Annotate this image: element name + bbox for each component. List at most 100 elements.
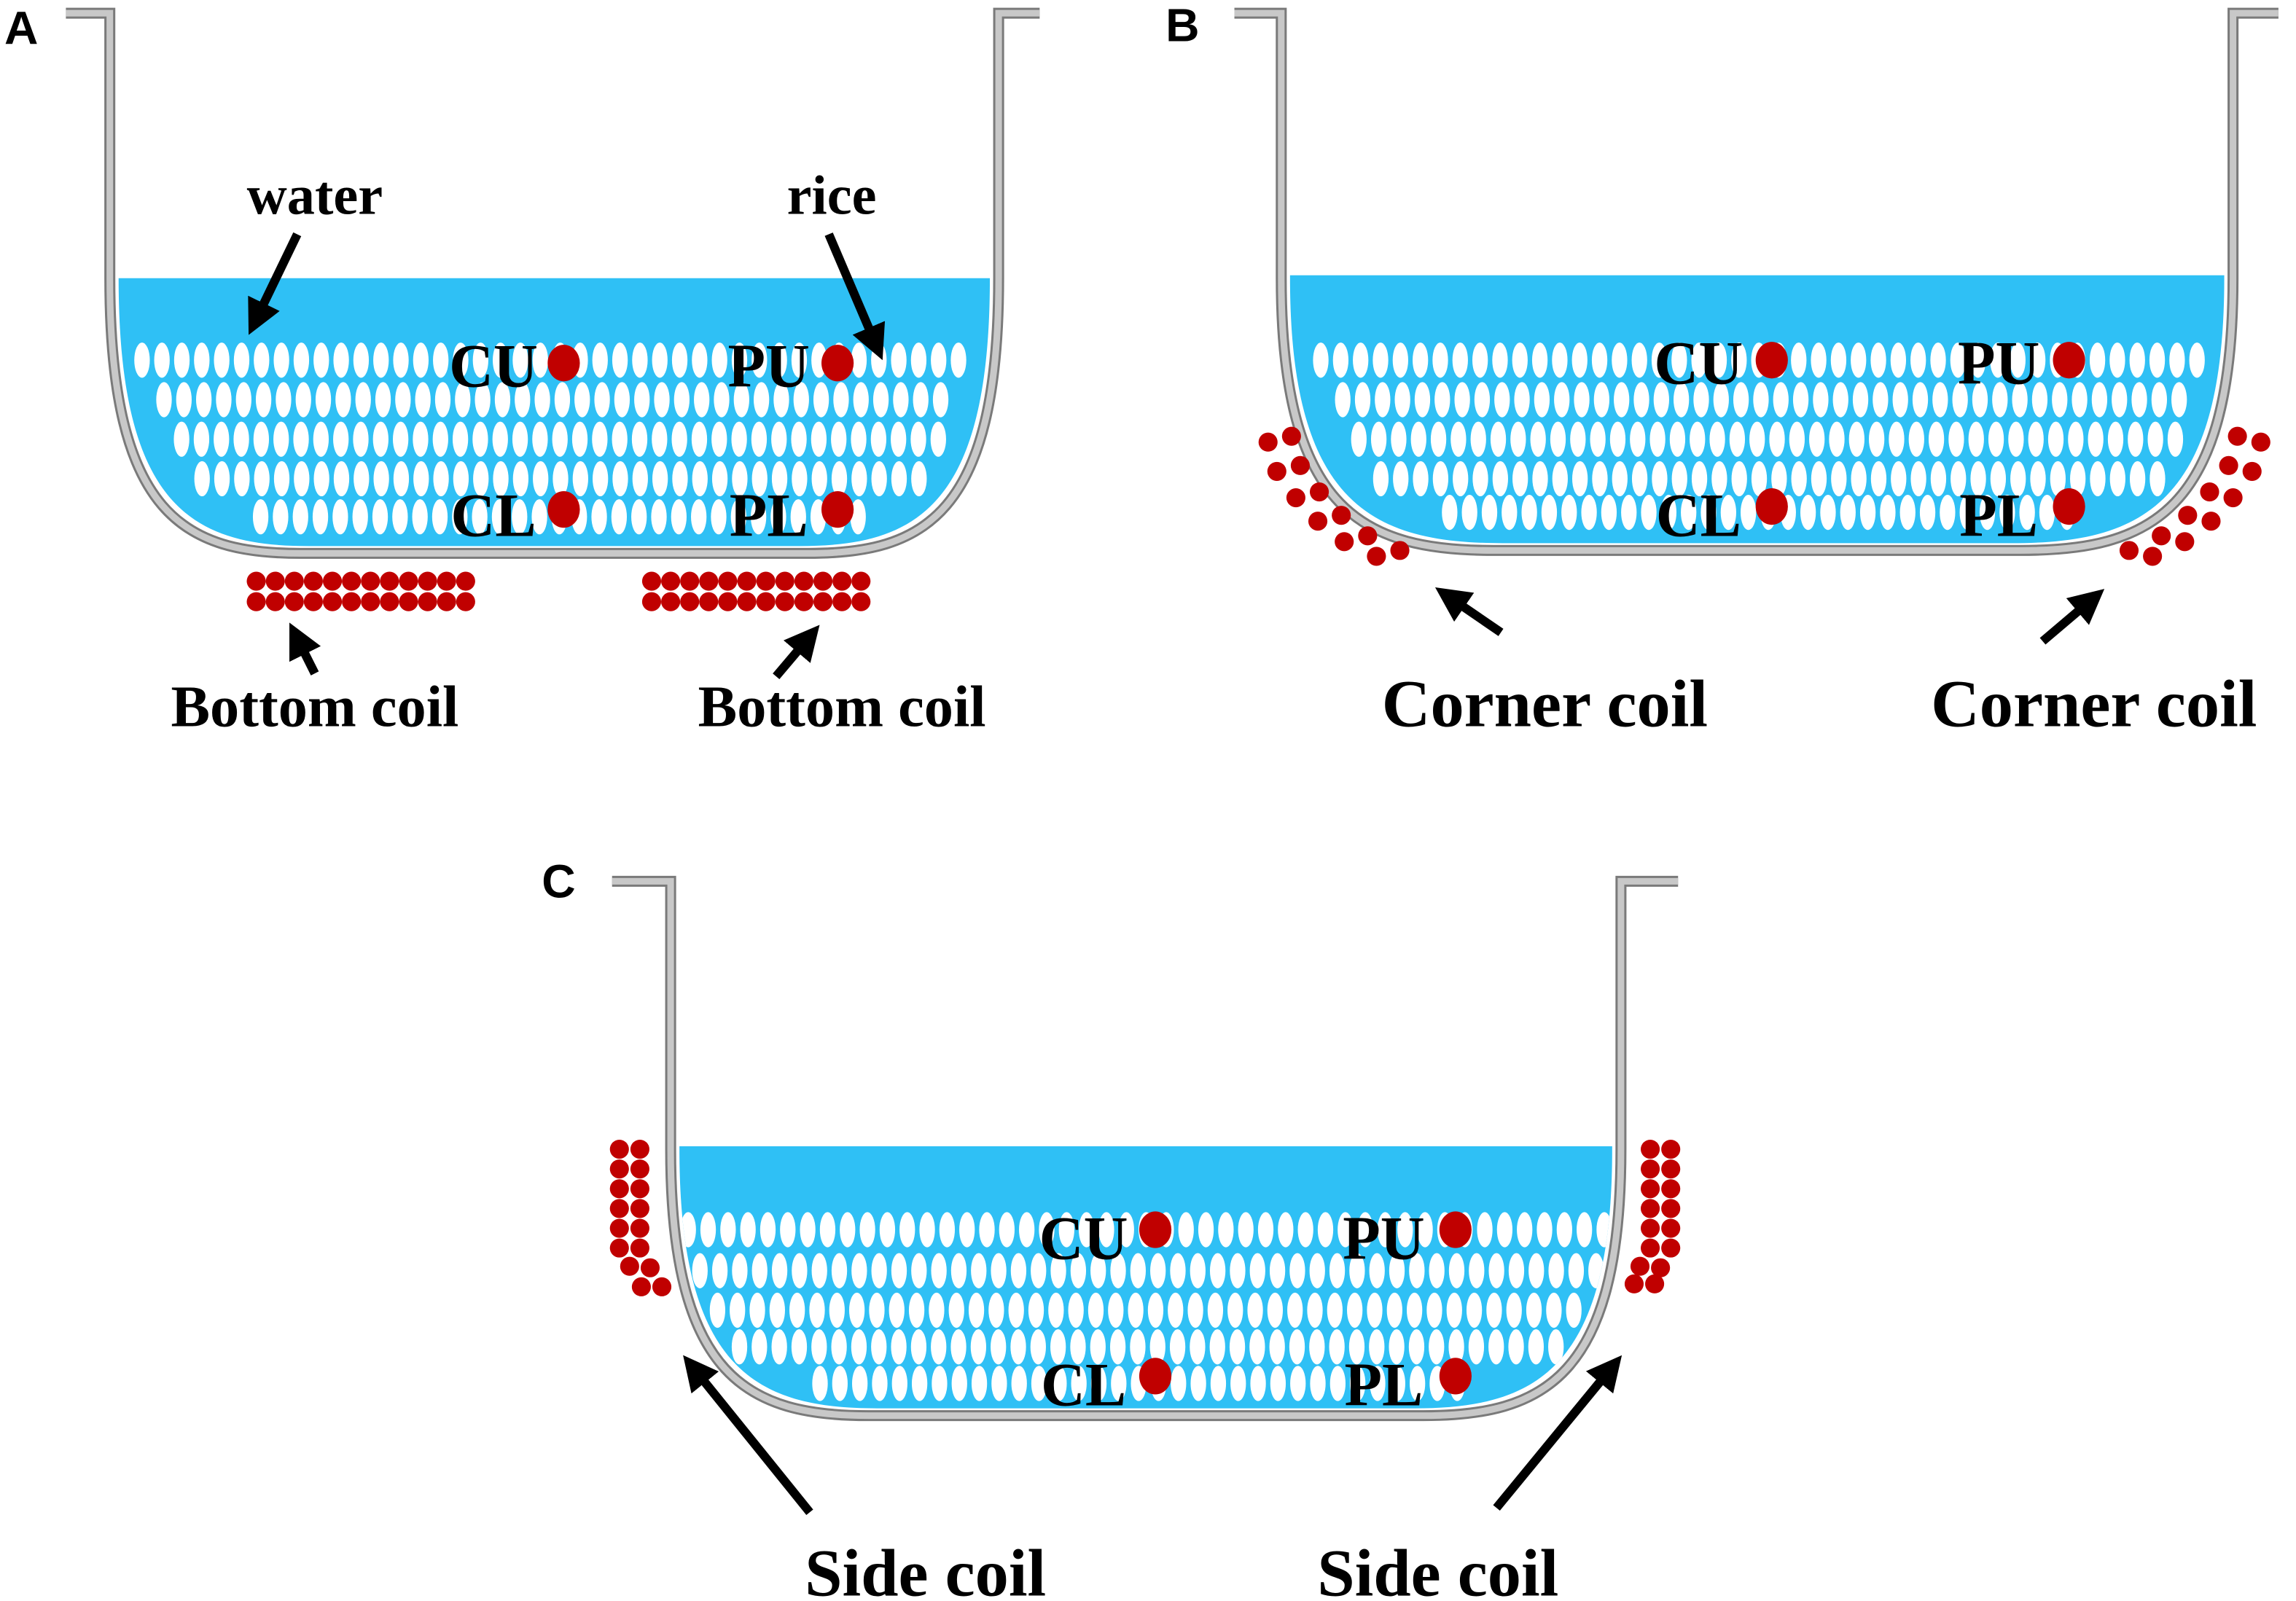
rice-grain [919, 1212, 935, 1248]
rice-grain [709, 1292, 726, 1328]
rice-grain [1050, 1253, 1066, 1288]
rice-grain [1409, 1366, 1426, 1401]
rice-grain [255, 382, 272, 418]
rice-grain [932, 382, 949, 418]
rice-grain [1270, 1366, 1286, 1401]
rice-grain [731, 421, 747, 457]
coil-wire [1308, 512, 1328, 531]
rice-grain [1979, 495, 1996, 531]
rice-grain [1010, 1329, 1026, 1365]
rice-grain [1335, 382, 1351, 418]
pot-wall-inner [612, 877, 1679, 1420]
rice-grain [1990, 342, 2006, 378]
rice-grain [1130, 1329, 1146, 1365]
rice-grain [851, 342, 867, 378]
rice-grain [594, 382, 610, 418]
rice-grain [332, 499, 348, 535]
measurement-point-pl [821, 491, 854, 528]
rice-grain [1891, 461, 1907, 497]
rice-grain [552, 461, 569, 497]
rice-grain [532, 342, 548, 378]
arrow-icon [683, 1355, 813, 1516]
rice-grain [1406, 1292, 1423, 1328]
rice-grain [1612, 461, 1628, 497]
rice-grain [1413, 342, 1429, 378]
rice-grain [950, 1329, 967, 1365]
coil-wire [1661, 1179, 1681, 1199]
rice-grain [1426, 1292, 1442, 1328]
rice-grain [1729, 421, 1746, 457]
rice-grain [910, 1329, 927, 1365]
arrow-icon [289, 622, 321, 676]
rice-grain [771, 1253, 788, 1288]
rice-grain [1309, 1253, 1325, 1288]
rice-grain [1506, 1292, 1522, 1328]
rice-grain [1952, 382, 1968, 418]
coil-wire [322, 571, 343, 591]
rice-grain [809, 1292, 825, 1328]
rice-grain [512, 461, 529, 497]
coil-wire [418, 571, 437, 591]
rice-grain [811, 1253, 827, 1288]
rice-grain [770, 499, 786, 535]
rice-grain [833, 382, 849, 418]
rice-grain [1108, 1292, 1124, 1328]
rice-grain [800, 1212, 816, 1248]
rice-grain [1019, 1212, 1035, 1248]
rice-grain [156, 382, 172, 418]
rice-grain [2028, 421, 2044, 457]
rice-grain [771, 421, 787, 457]
coil-wire [380, 571, 399, 591]
rice-grain [750, 499, 767, 535]
rice-grain [871, 1253, 887, 1288]
point-label-pl-b: PL [1959, 482, 2038, 549]
point-label-pl-c: PL [1345, 1352, 1424, 1420]
coil-wire [680, 571, 700, 591]
rice-grain [853, 382, 869, 418]
rice-grain [233, 421, 249, 457]
rice-grain [1432, 461, 1449, 497]
rice-grain [959, 1212, 975, 1248]
rice-grain [1731, 342, 1747, 378]
rice-grain [413, 421, 429, 457]
rice-grain [1999, 495, 2015, 531]
rice-grain [1218, 1212, 1234, 1248]
rice-grain [254, 461, 270, 497]
rice-grain [932, 1366, 948, 1401]
rice-grain [1577, 1212, 1593, 1248]
coil-wire [641, 571, 662, 591]
rice-grain [1442, 495, 1458, 531]
rice-grain [692, 461, 708, 497]
coil-wire [2175, 532, 2195, 552]
coil-wire [1641, 1199, 1660, 1218]
rice-grain [891, 1366, 907, 1401]
rice-grain [1731, 461, 1747, 497]
rice-grain [1178, 1212, 1194, 1248]
rice-grain [859, 1212, 875, 1248]
rice-grain [512, 342, 528, 378]
rice-grain [2169, 342, 2185, 378]
rice-grain [811, 461, 827, 497]
rice-grain [1350, 1366, 1366, 1401]
rice-grain [2128, 421, 2144, 457]
coil-wire [630, 1179, 649, 1199]
rice-grain [1088, 1292, 1104, 1328]
rice-grain [711, 342, 727, 378]
rice-grain [472, 499, 488, 535]
rice-grain [173, 342, 190, 378]
rice-grain [1566, 1292, 1582, 1328]
coil-wire [322, 592, 343, 611]
rice-grain [2072, 382, 2088, 418]
rice-grain [571, 421, 588, 457]
coil-wire [630, 1139, 649, 1159]
rice-grain [1546, 1292, 1562, 1328]
rice-grain [771, 461, 788, 497]
coil-wire [2152, 526, 2171, 546]
rice-grain [2090, 461, 2106, 497]
rice-grain [1652, 461, 1668, 497]
rice-grain [176, 382, 192, 418]
rice-grain [1919, 495, 1936, 531]
coil-wire [737, 592, 757, 611]
rice-grain [434, 382, 451, 418]
rice-grain [891, 342, 907, 378]
